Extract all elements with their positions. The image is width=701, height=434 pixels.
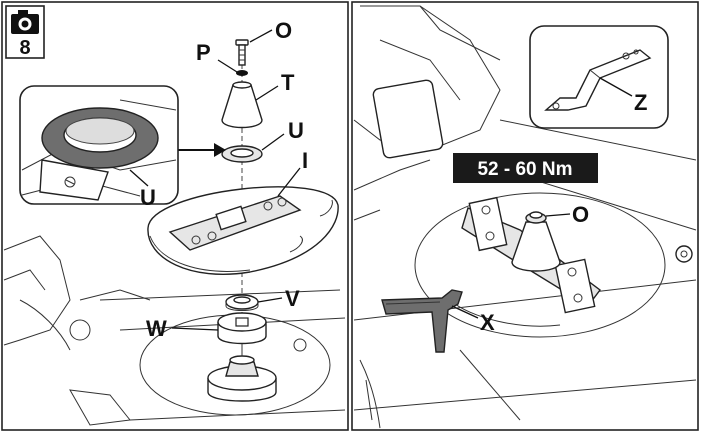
- left-panel: 8 O P T U: [1, 1, 349, 431]
- step-badge: 8: [5, 5, 45, 59]
- callout-z: Z: [634, 90, 647, 115]
- bracket-z: [544, 49, 652, 111]
- cone-t: [221, 81, 263, 129]
- leader-u-inset: [129, 169, 149, 187]
- washer-p: [236, 70, 248, 76]
- arrow-head-icon: [214, 143, 226, 157]
- callout-u-inset: U: [140, 185, 156, 210]
- callout-p: P: [196, 40, 211, 65]
- leader-p: [217, 59, 238, 73]
- motor-shaft-base: [207, 345, 277, 402]
- right-panel: O 52 - 60 Nm Z X: [351, 1, 699, 431]
- leader-z: [599, 77, 633, 97]
- leader-w: [171, 327, 219, 331]
- callout-o-top: O: [275, 18, 292, 43]
- leader-o-right: [545, 213, 571, 217]
- callout-t: T: [281, 70, 295, 95]
- camera-icon: [11, 10, 39, 34]
- inset-detail: [19, 85, 179, 205]
- callout-w: W: [146, 316, 167, 341]
- leader-v: [257, 297, 283, 303]
- callout-x: X: [480, 310, 495, 335]
- callout-v: V: [285, 286, 300, 311]
- torque-value: 52 - 60 Nm: [477, 159, 572, 180]
- callout-o-right: O: [572, 202, 589, 227]
- callout-i: I: [302, 148, 308, 173]
- step-number: 8: [19, 37, 30, 59]
- blocking-tool-x: [381, 289, 463, 353]
- leader-x: [451, 305, 479, 319]
- bolt-o: [235, 39, 249, 66]
- ring-u: [221, 145, 263, 163]
- leader-t: [255, 85, 279, 101]
- leader-o-top: [249, 29, 273, 43]
- installed-cone: [511, 211, 561, 272]
- leader-u-ring: [261, 133, 285, 151]
- spacer-v: [225, 294, 259, 311]
- blade-i: [147, 186, 339, 275]
- inset-tool: [529, 25, 669, 129]
- callout-u-ring: U: [288, 118, 304, 143]
- engine-housing-background: [353, 5, 697, 429]
- leader-i: [277, 167, 301, 197]
- torque-label: 52 - 60 Nm: [453, 153, 598, 183]
- hub-w: [217, 312, 267, 345]
